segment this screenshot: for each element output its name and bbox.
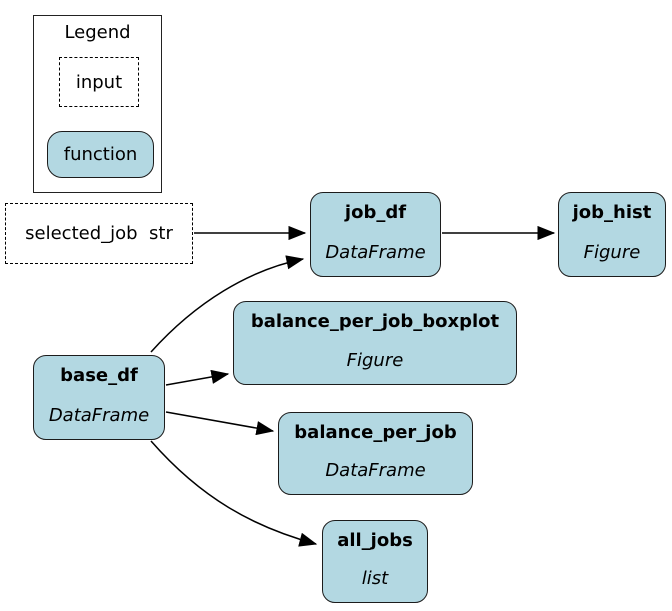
legend-input-sample: input bbox=[59, 57, 139, 107]
node-job_df-type: DataFrame bbox=[325, 242, 426, 263]
node-balance_per_job-title: balance_per_job bbox=[294, 422, 457, 443]
node-job_df: job_df DataFrame bbox=[310, 192, 441, 277]
node-balance_per_job_boxplot: balance_per_job_boxplot Figure bbox=[233, 301, 517, 385]
node-all_jobs-title: all_jobs bbox=[337, 530, 413, 551]
node-base_df-type: DataFrame bbox=[48, 405, 150, 426]
node-base_df: base_df DataFrame bbox=[33, 355, 165, 440]
legend-box: Legend input function bbox=[33, 15, 162, 193]
edge-base_df-to-all_jobs bbox=[150, 440, 318, 547]
edge-base_df-to-balance_per_job_boxplot bbox=[165, 369, 230, 386]
node-selected_job-label: selected_job str bbox=[25, 223, 173, 244]
node-job_hist-title: job_hist bbox=[572, 202, 652, 223]
node-balance_per_job_boxplot-title: balance_per_job_boxplot bbox=[250, 311, 500, 332]
node-all_jobs-type: list bbox=[361, 568, 389, 589]
edge-base_df-to-job_df bbox=[150, 255, 305, 353]
node-job_hist-type: Figure bbox=[583, 242, 641, 263]
node-balance_per_job_boxplot-type: Figure bbox=[346, 350, 404, 371]
node-all_jobs: all_jobs list bbox=[322, 520, 428, 603]
edge-base_df-to-balance_per_job bbox=[165, 411, 275, 436]
legend-title: Legend bbox=[64, 22, 131, 43]
node-job_df-title: job_df bbox=[344, 202, 407, 223]
node-balance_per_job: balance_per_job DataFrame bbox=[278, 412, 473, 495]
node-job_hist: job_hist Figure bbox=[558, 192, 666, 277]
node-balance_per_job-type: DataFrame bbox=[325, 460, 426, 481]
node-selected_job: selected_job str bbox=[5, 203, 193, 264]
legend-function-sample: function bbox=[47, 131, 154, 178]
node-base_df-title: base_df bbox=[60, 365, 138, 386]
